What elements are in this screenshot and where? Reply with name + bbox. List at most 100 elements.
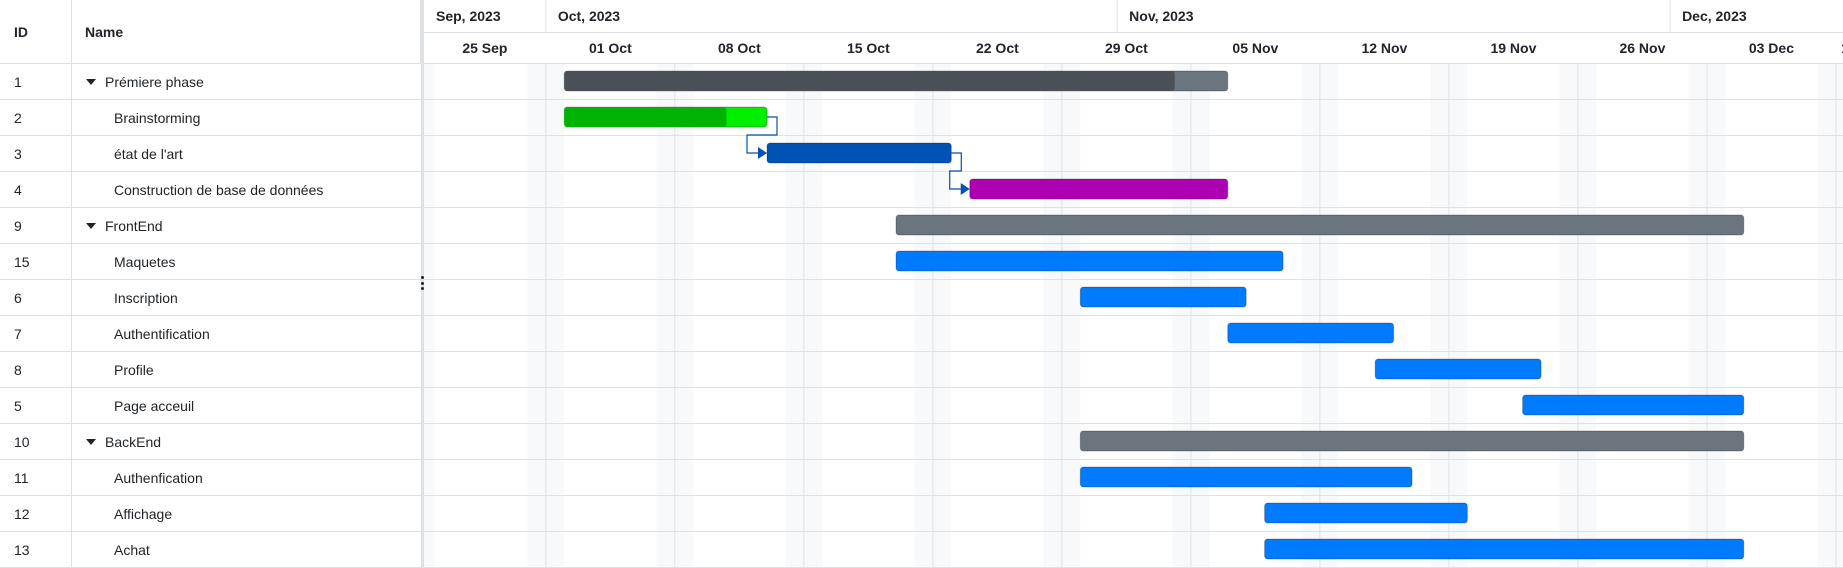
task-bar[interactable]	[895, 250, 1284, 272]
table-row[interactable]: 8 Profile	[0, 352, 421, 388]
column-header-name[interactable]: Name	[72, 0, 421, 64]
week-label: 19 Nov	[1490, 40, 1536, 56]
task-id: 13	[0, 532, 72, 567]
task-bar[interactable]	[563, 70, 1229, 92]
caret-down-icon[interactable]	[86, 222, 96, 229]
task-name: Brainstorming	[114, 109, 201, 126]
task-bar[interactable]	[766, 142, 952, 164]
task-id: 12	[0, 496, 72, 531]
task-name: Prémiere phase	[105, 73, 204, 90]
dependency-links	[746, 116, 970, 195]
task-bar-track	[1374, 358, 1542, 380]
task-bar-track	[1079, 466, 1413, 488]
table-row[interactable]: 9 FrontEnd	[0, 208, 421, 244]
month-label: Oct, 2023	[558, 8, 620, 24]
task-bar[interactable]	[1374, 358, 1542, 380]
task-bar[interactable]	[969, 178, 1229, 200]
task-id: 6	[0, 280, 72, 315]
table-row[interactable]: 3 état de l'art	[0, 136, 421, 172]
task-name-cell: FrontEnd	[72, 208, 421, 243]
task-id: 7	[0, 316, 72, 351]
task-id: 2	[0, 100, 72, 135]
task-bar-progress	[564, 107, 727, 127]
task-bar-track	[1264, 502, 1468, 524]
table-row[interactable]: 15 Maquetes	[0, 244, 421, 280]
task-name: Profile	[114, 361, 154, 378]
vertical-ellipsis-icon[interactable]	[421, 276, 424, 290]
task-name: Affichage	[114, 505, 173, 522]
caret-down-icon[interactable]	[86, 438, 96, 445]
table-row[interactable]: 13 Achat	[0, 532, 421, 568]
task-name: FrontEnd	[105, 217, 163, 234]
task-name-cell: Achat	[72, 532, 421, 567]
task-name-cell: Inscription	[72, 280, 421, 315]
task-id: 4	[0, 172, 72, 207]
task-name-cell: Authenfication	[72, 460, 421, 495]
table-row[interactable]: 4 Construction de base de données	[0, 172, 421, 208]
task-id: 3	[0, 136, 72, 171]
task-name: Maquetes	[114, 253, 176, 270]
dependency-arrow-icon	[960, 183, 970, 195]
task-bar-track	[1264, 538, 1745, 560]
task-name: Achat	[114, 541, 150, 558]
task-id: 5	[0, 388, 72, 423]
task-bar[interactable]	[895, 214, 1745, 236]
task-bar-track	[1079, 430, 1745, 452]
row-gridlines	[424, 63, 1843, 568]
task-name-cell: état de l'art	[72, 136, 421, 171]
task-name-cell: Authentification	[72, 316, 421, 351]
week-label: 29 Oct	[1105, 40, 1148, 56]
task-name-cell: BackEnd	[72, 424, 421, 459]
task-id: 9	[0, 208, 72, 243]
task-id: 10	[0, 424, 72, 459]
table-row[interactable]: 6 Inscription	[0, 280, 421, 316]
task-bar[interactable]	[1264, 502, 1468, 524]
month-label: Nov, 2023	[1129, 8, 1194, 24]
task-name-cell: Prémiere phase	[72, 64, 421, 99]
table-row[interactable]: 5 Page acceuil	[0, 388, 421, 424]
task-name: état de l'art	[114, 145, 183, 162]
task-name-cell: Maquetes	[72, 244, 421, 279]
task-name: Authentification	[114, 325, 210, 342]
task-name-cell: Brainstorming	[72, 100, 421, 135]
task-name-cell: Construction de base de données	[72, 172, 421, 207]
task-bar-track	[969, 178, 1229, 200]
week-label: 25 Sep	[462, 40, 507, 56]
table-row[interactable]: 7 Authentification	[0, 316, 421, 352]
week-label: 22 Oct	[976, 40, 1019, 56]
column-header-id[interactable]: ID	[0, 0, 72, 64]
task-bar[interactable]	[1522, 394, 1745, 416]
task-bar[interactable]	[1227, 322, 1395, 344]
task-bar-track	[895, 250, 1284, 272]
task-name: Construction de base de données	[114, 181, 324, 198]
task-name: Inscription	[114, 289, 178, 306]
week-label: 1…	[1841, 40, 1843, 56]
task-name: Page acceuil	[114, 397, 195, 414]
task-name-cell: Page acceuil	[72, 388, 421, 423]
task-bar[interactable]	[1264, 538, 1745, 560]
task-id: 11	[0, 460, 72, 495]
task-bar[interactable]	[563, 106, 768, 128]
task-bar[interactable]	[1079, 430, 1745, 452]
table-row[interactable]: 11 Authenfication	[0, 460, 421, 496]
task-id: 8	[0, 352, 72, 387]
task-bar-track	[766, 142, 952, 164]
week-label: 15 Oct	[847, 40, 890, 56]
task-id: 15	[0, 244, 72, 279]
task-name-cell: Affichage	[72, 496, 421, 531]
table-row[interactable]: 2 Brainstorming	[0, 100, 421, 136]
table-row[interactable]: 12 Affichage	[0, 496, 421, 532]
task-name-cell: Profile	[72, 352, 421, 387]
task-bar-track	[1522, 394, 1745, 416]
task-name: Authenfication	[114, 469, 203, 486]
caret-down-icon[interactable]	[86, 78, 96, 85]
task-bar[interactable]	[1079, 286, 1247, 308]
dependency-arrow-icon	[758, 147, 767, 159]
task-bar[interactable]	[1079, 466, 1413, 488]
